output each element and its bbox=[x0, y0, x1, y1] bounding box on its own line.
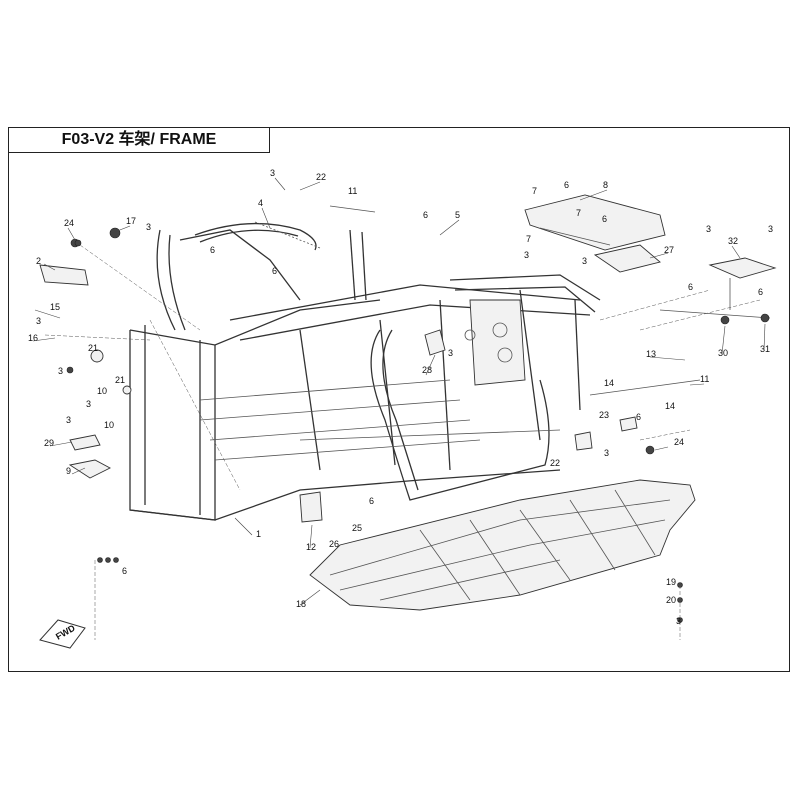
callout-20: 20 bbox=[666, 595, 676, 605]
callout-21: 21 bbox=[88, 343, 98, 353]
callout-numbers: 1 2 3 3 3 3 3 3 3 3 3 3 3 3 3 4 5 6 6 6 … bbox=[28, 168, 773, 626]
callout-7: 7 bbox=[532, 186, 537, 196]
callout-4: 4 bbox=[258, 198, 263, 208]
callout-7: 7 bbox=[576, 208, 581, 218]
rear-carrier-part-8 bbox=[524, 194, 666, 251]
leader-lines bbox=[32, 177, 766, 606]
callout-32: 32 bbox=[728, 236, 738, 246]
callout-3: 3 bbox=[604, 448, 609, 458]
callout-21: 21 bbox=[115, 375, 125, 385]
diagram-title: F03-V2 车架/ FRAME bbox=[61, 131, 217, 148]
main-frame bbox=[39, 229, 601, 521]
callout-17: 17 bbox=[126, 216, 136, 226]
callout-3: 3 bbox=[582, 256, 587, 266]
rear-plate-part-32 bbox=[659, 257, 777, 325]
callout-22: 22 bbox=[316, 172, 326, 182]
callout-14: 14 bbox=[604, 378, 614, 388]
callout-12: 12 bbox=[306, 542, 316, 552]
callout-28: 28 bbox=[422, 365, 432, 375]
callout-9: 9 bbox=[66, 466, 71, 476]
callout-14: 14 bbox=[665, 401, 675, 411]
callout-26: 26 bbox=[329, 539, 339, 549]
callout-10: 10 bbox=[104, 420, 114, 430]
callout-11: 11 bbox=[348, 186, 357, 196]
rod-part-11-top bbox=[329, 205, 376, 213]
callout-24: 24 bbox=[64, 218, 74, 228]
fwd-arrow: FWD bbox=[39, 619, 86, 649]
callout-3: 3 bbox=[58, 366, 63, 376]
callout-19: 19 bbox=[666, 577, 676, 587]
callout-6: 6 bbox=[122, 566, 127, 576]
callout-15: 15 bbox=[50, 302, 60, 312]
callout-27: 27 bbox=[664, 245, 674, 255]
callout-6: 6 bbox=[758, 287, 763, 297]
callout-5: 5 bbox=[455, 210, 460, 220]
callout-6: 6 bbox=[210, 245, 215, 255]
callout-1: 1 bbox=[256, 529, 261, 539]
callout-3: 3 bbox=[524, 250, 529, 260]
callout-6: 6 bbox=[688, 282, 693, 292]
callout-6: 6 bbox=[636, 412, 641, 422]
callout-7: 7 bbox=[526, 234, 531, 244]
callout-3: 3 bbox=[676, 616, 681, 626]
callout-6: 6 bbox=[602, 214, 607, 224]
callout-16: 16 bbox=[28, 333, 38, 343]
callout-3: 3 bbox=[448, 348, 453, 358]
callout-2: 2 bbox=[36, 256, 41, 266]
callout-30: 30 bbox=[718, 348, 728, 358]
callout-29: 29 bbox=[44, 438, 54, 448]
callout-3: 3 bbox=[146, 222, 151, 232]
callout-24: 24 bbox=[674, 437, 684, 447]
grab-handle-part-4 bbox=[194, 221, 321, 251]
callout-6: 6 bbox=[423, 210, 428, 220]
assembly-guides bbox=[44, 244, 761, 640]
skid-plate-part-18 bbox=[309, 479, 696, 611]
callout-23: 23 bbox=[599, 410, 609, 420]
callout-13: 13 bbox=[646, 349, 656, 359]
callout-6: 6 bbox=[564, 180, 569, 190]
callout-11: 11 bbox=[700, 374, 709, 384]
callout-25: 25 bbox=[352, 523, 362, 533]
callout-3: 3 bbox=[768, 224, 773, 234]
callout-3: 3 bbox=[706, 224, 711, 234]
callout-3: 3 bbox=[66, 415, 71, 425]
callout-8: 8 bbox=[603, 180, 608, 190]
callout-3: 3 bbox=[270, 168, 275, 178]
rod-part-11-right bbox=[589, 379, 701, 396]
callout-6: 6 bbox=[272, 266, 277, 276]
plate-part-27 bbox=[593, 244, 661, 273]
callout-10: 10 bbox=[97, 386, 107, 396]
title-box: F03-V2 车架/ FRAME bbox=[8, 127, 270, 153]
callout-6: 6 bbox=[369, 496, 374, 506]
callout-3: 3 bbox=[36, 316, 41, 326]
callout-31: 31 bbox=[760, 344, 770, 354]
callout-22: 22 bbox=[550, 458, 560, 468]
callout-3: 3 bbox=[86, 399, 91, 409]
